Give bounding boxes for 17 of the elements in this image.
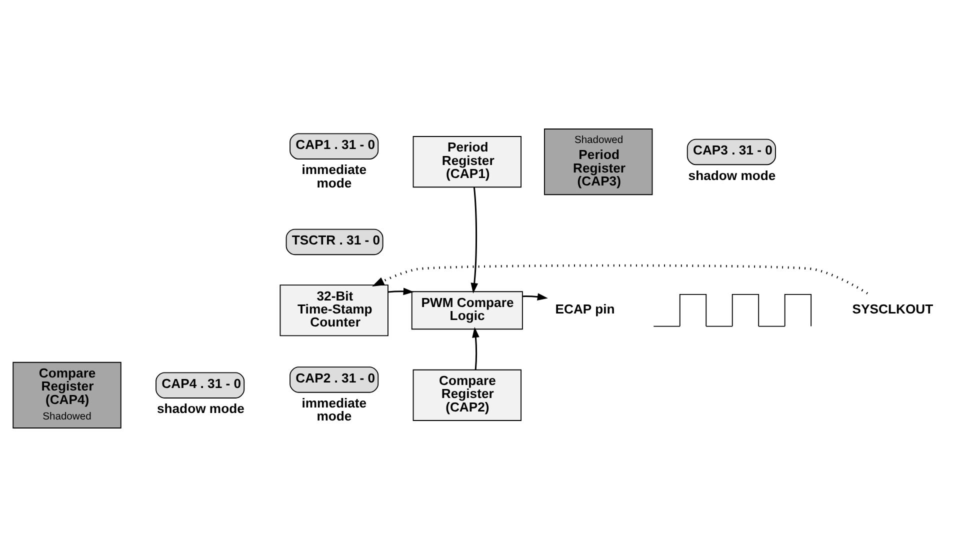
node-label: immediate mode	[302, 162, 367, 190]
arrow	[472, 327, 480, 370]
node-text: ECAP pin	[555, 301, 615, 316]
arrow	[372, 264, 868, 294]
node-box: 32-Bit Time-Stamp Counter	[280, 284, 388, 336]
arrow	[388, 288, 414, 296]
arrow	[470, 187, 478, 294]
node-box: Compare Register (CAP2)	[412, 369, 522, 421]
node-text: SYSCLKOUT	[852, 301, 934, 316]
node-label: immediate mode	[302, 396, 367, 424]
node-box: Shadowed Period Register (CAP3)	[544, 128, 653, 196]
node-box: Compare Register (CAP4) Shadowed	[12, 362, 122, 428]
node-label: shadow mode	[156, 401, 244, 416]
node-label: shadow mode	[688, 168, 776, 183]
arrow	[522, 293, 548, 300]
node-box: Period Register (CAP1)	[412, 136, 522, 188]
node-box: PWM Compare Logic	[411, 291, 523, 330]
